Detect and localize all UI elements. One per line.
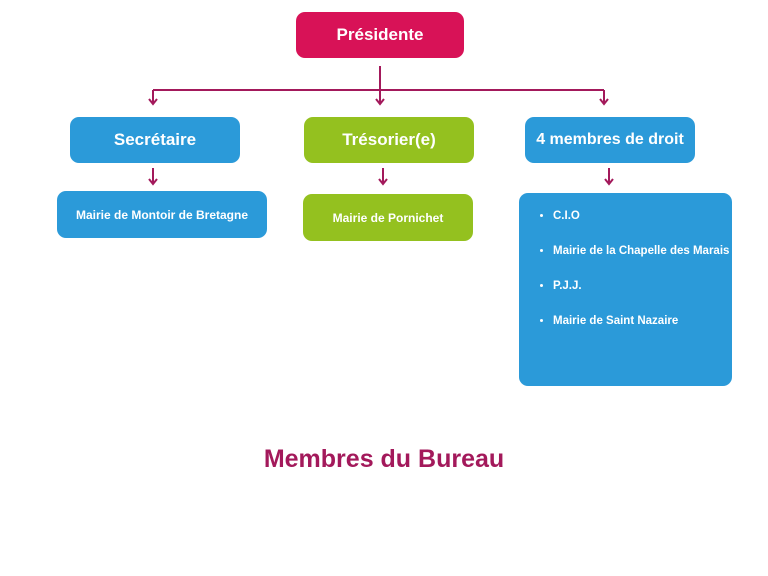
arrow-to-treasurer-head (375, 98, 385, 106)
members-box: 4 membres de droit (525, 117, 695, 163)
arrow-to-secretary-detail-head (148, 178, 158, 186)
secretary-detail-box: Mairie de Montoir de Bretagne (57, 191, 267, 238)
arrow-to-members-head (599, 98, 609, 106)
president-box: Présidente (296, 12, 464, 58)
treasurer-box: Trésorier(e) (304, 117, 474, 163)
members-label: 4 membres de droit (536, 131, 684, 148)
secretary-label: Secrétaire (113, 130, 197, 149)
members-list-item: P.J.J. (553, 279, 732, 293)
secretary-box: Secrétaire (70, 117, 240, 163)
treasurer-detail-box: Mairie de Pornichet (303, 194, 473, 241)
members-list-item: Mairie de la Chapelle des Marais (553, 244, 732, 258)
arrow-to-secretary-head (148, 98, 158, 106)
arrow-to-treasurer-detail-head (378, 178, 388, 186)
treasurer-detail-label: Mairie de Pornichet (332, 210, 444, 225)
treasurer-label: Trésorier(e) (342, 130, 436, 149)
members-list-item: Mairie de Saint Nazaire (553, 314, 732, 328)
members-list-box: C.I.O Mairie de la Chapelle des Marais P… (519, 193, 732, 386)
president-label: Présidente (336, 25, 424, 44)
diagram-caption: Membres du Bureau (263, 445, 505, 473)
members-list: C.I.O Mairie de la Chapelle des Marais P… (537, 209, 732, 328)
members-list-item: C.I.O (553, 209, 732, 223)
secretary-detail-label: Mairie de Montoir de Bretagne (75, 207, 249, 222)
arrow-to-members-list-head (604, 178, 614, 186)
